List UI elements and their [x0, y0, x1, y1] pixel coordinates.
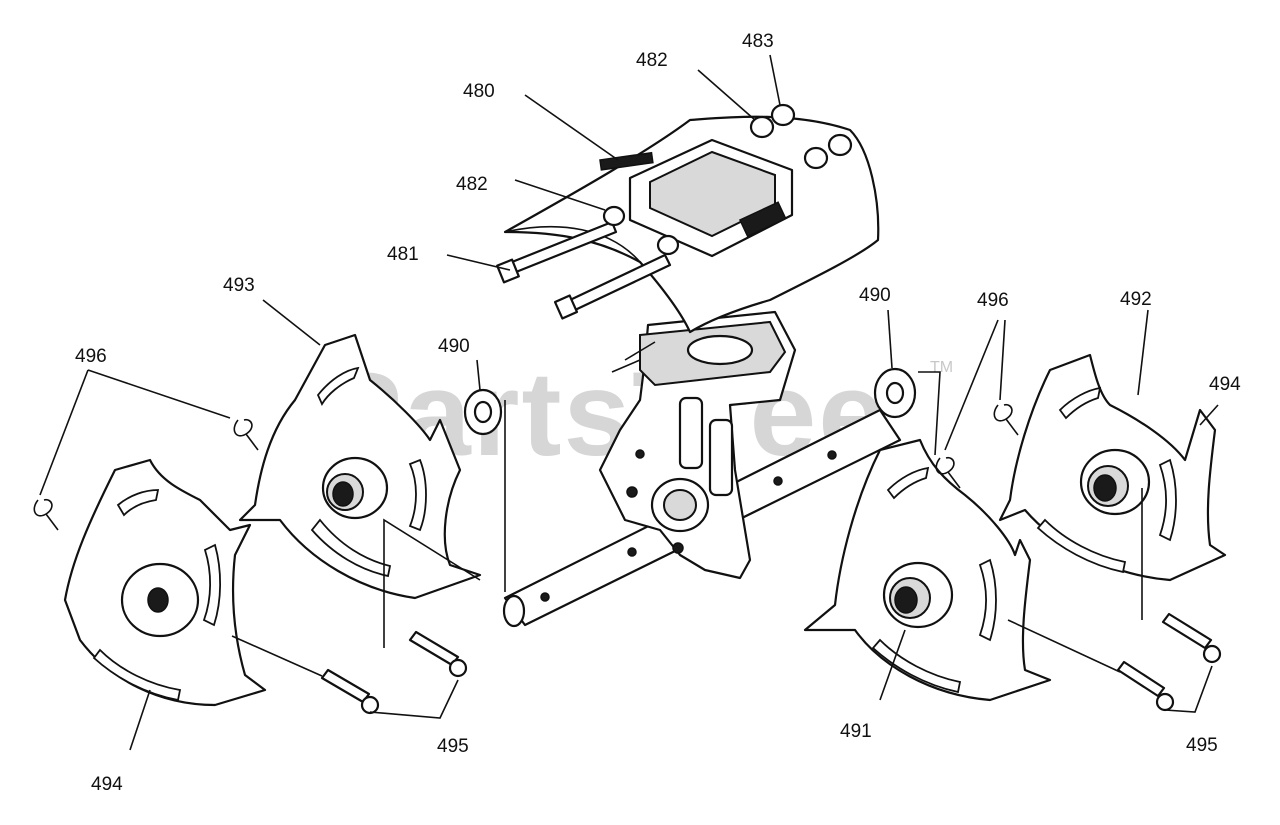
spacers-and-nuts — [602, 103, 853, 256]
callout-495-right: 495 — [1186, 735, 1218, 756]
leader-lines — [39, 54, 1219, 751]
tine-491 — [803, 438, 1052, 702]
callout-483: 483 — [742, 31, 774, 52]
shield-bolts — [496, 220, 672, 320]
callout-482-left: 482 — [456, 174, 488, 195]
watermark-trademark: TM — [930, 359, 953, 376]
callout-491: 491 — [840, 721, 872, 742]
clevis-pins — [320, 612, 1222, 715]
transmission-housing — [598, 310, 797, 580]
callout-493: 493 — [223, 275, 255, 296]
callout-labels: 480 481 482 482 483 490 490 491 492 493 … — [75, 31, 1241, 795]
tine-494-left — [63, 458, 267, 707]
callout-490-right: 490 — [859, 285, 891, 306]
washers — [463, 367, 941, 592]
tine-492 — [998, 353, 1227, 582]
hairpin-clips — [33, 403, 1019, 531]
callout-494-right: 494 — [1209, 374, 1241, 395]
callout-496-left: 496 — [75, 346, 107, 367]
callout-496-right: 496 — [977, 290, 1009, 311]
tine-shield — [503, 115, 880, 334]
tine-493 — [238, 333, 482, 600]
callout-490-left: 490 — [438, 336, 470, 357]
callout-482-top: 482 — [636, 50, 668, 71]
callout-480: 480 — [463, 81, 495, 102]
callout-481: 481 — [387, 244, 419, 265]
callout-492: 492 — [1120, 289, 1152, 310]
callout-495-left: 495 — [437, 736, 469, 757]
callout-494-left: 494 — [91, 774, 123, 795]
